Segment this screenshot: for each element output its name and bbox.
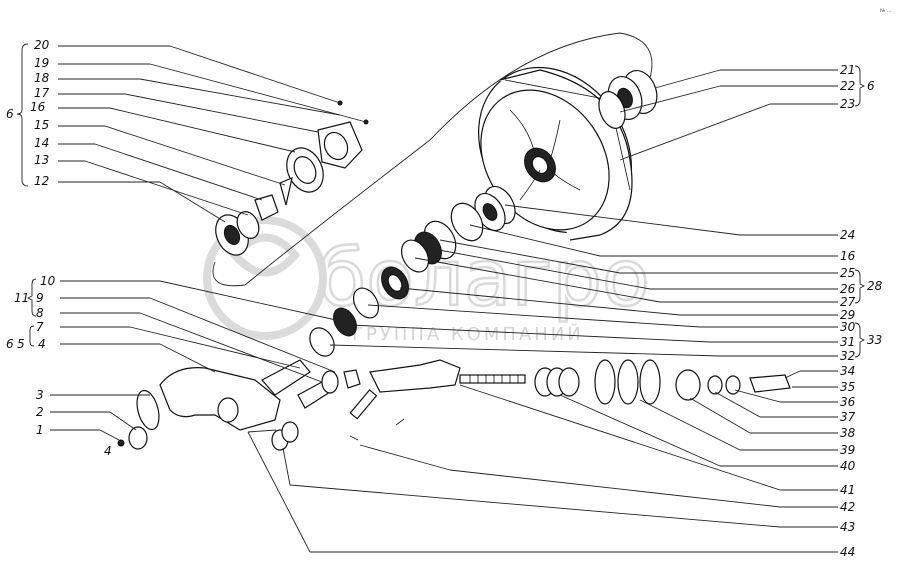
label-25: 25 [840,266,855,280]
gasket-16-right [450,202,484,242]
nut-13-14 [254,177,293,221]
label-37: 37 [840,410,856,424]
label-22: 22 [840,79,855,93]
label-8: 8 [36,306,44,320]
pulley-wheel [478,66,633,241]
label-4: 4 [38,337,46,351]
brace-28 [854,269,866,304]
group-label-11: 11 [14,291,29,305]
pivot-housing [136,367,281,431]
disc-springs [594,359,661,405]
label-30: 30 [840,320,856,334]
snap-ring-22 [598,91,626,129]
assembly-curve [212,32,653,287]
label-1: 1 [36,423,44,437]
arrows [349,418,405,441]
label-26: 26 [840,282,856,296]
label-39: 39 [840,443,855,457]
label-2: 2 [36,405,44,419]
left-labels: 20 19 18 17 16 15 14 13 12 10 9 8 7 4 3 … [6,38,112,458]
leader-lines-left [50,45,367,441]
label-42: 42 [840,500,855,514]
label-18: 18 [34,71,50,85]
bearing-12 [215,211,260,256]
small-mark-4: 4 [104,444,112,458]
cover-15 [317,121,363,169]
brace-11 [26,278,37,317]
axle-shaft [369,359,526,393]
label-3: 3 [36,388,44,402]
label-23: 23 [840,97,855,111]
label-41: 41 [840,483,855,497]
bearing-24 [474,185,516,232]
label-36: 36 [840,395,856,409]
label-34: 34 [840,364,855,378]
group-label-6-bottom: 6 [6,337,14,351]
cap-nuts-34-38 [675,369,791,401]
nut-43-44 [271,421,299,451]
spring-37-40 [534,367,580,397]
label-16-right: 16 [840,249,856,263]
label-10: 10 [40,274,56,288]
leader-lines-right [247,69,838,553]
label-43: 43 [840,520,855,534]
label-24: 24 [840,228,855,242]
pin-42 [349,389,378,420]
label-13: 13 [34,153,49,167]
brace-6-right [854,65,866,107]
label-7: 7 [36,320,44,334]
gasket-16-left [286,147,324,193]
label-19: 19 [34,56,49,70]
label-44: 44 [840,545,855,559]
label-40: 40 [840,459,856,473]
label-21: 21 [840,63,855,77]
brace-33 [854,322,866,358]
watermark-tagline: ГРУППА КОМПАНИЙ [352,323,584,345]
label-16-left: 16 [30,100,46,114]
shaft-4-7 [261,359,361,409]
group-label-33: 33 [867,333,882,347]
group-label-28: 28 [867,279,883,293]
brace-6-top [16,43,29,187]
label-31: 31 [840,335,855,349]
label-35: 35 [840,380,855,394]
group-label-6-right: 6 [867,79,875,93]
label-17: 17 [34,86,50,100]
label-14: 14 [34,136,49,150]
brace-5 [29,325,35,347]
label-15: 15 [34,118,49,132]
label-38: 38 [840,426,856,440]
label-27: 27 [840,295,856,309]
label-20: 20 [34,38,50,52]
label-9: 9 [36,291,44,305]
label-29: 29 [840,308,855,322]
bolts-17-20 [337,100,369,125]
label-12: 12 [34,174,49,188]
group-label-6-top: 6 [6,107,14,121]
label-32: 32 [840,349,855,363]
right-labels: 21 22 23 24 16 25 26 27 29 30 31 32 34 3… [840,63,883,559]
group-label-5: 5 [17,337,25,351]
corner-mark: № ... [880,8,892,14]
washer-2-3 [117,426,148,450]
seal-29 [381,266,409,300]
